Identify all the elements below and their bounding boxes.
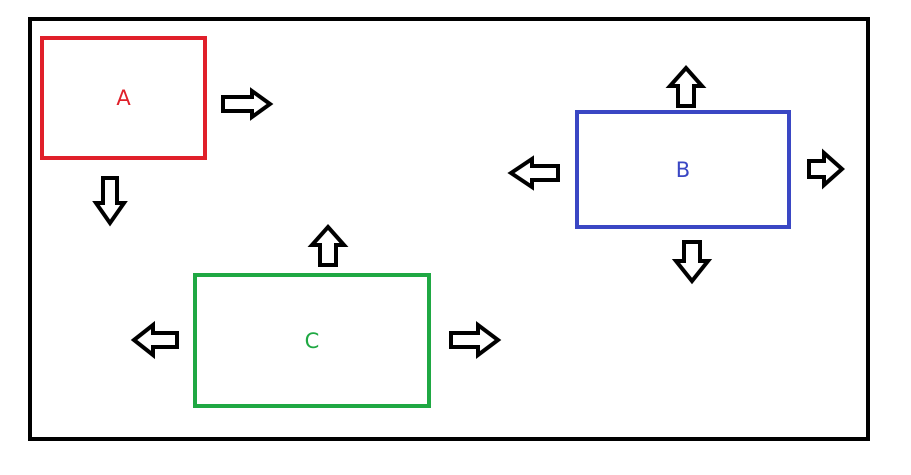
box-b: B <box>575 110 791 229</box>
diagram-frame <box>28 17 870 441</box>
arrow-b-left-icon <box>507 155 560 191</box>
box-b-label: B <box>675 157 691 182</box>
arrow-b-down-icon <box>671 240 713 285</box>
arrow-c-up-icon <box>307 223 349 267</box>
arrow-b-up-icon <box>665 64 707 108</box>
box-c-label: C <box>304 328 320 353</box>
box-c: C <box>193 273 431 408</box>
arrow-b-right-icon <box>807 148 846 190</box>
box-a: A <box>40 36 207 160</box>
arrow-a-right-icon <box>221 87 274 121</box>
arrow-c-right-icon <box>449 321 502 359</box>
box-a-label: A <box>116 86 131 110</box>
arrow-c-left-icon <box>130 320 179 360</box>
arrow-a-down-icon <box>92 176 128 227</box>
